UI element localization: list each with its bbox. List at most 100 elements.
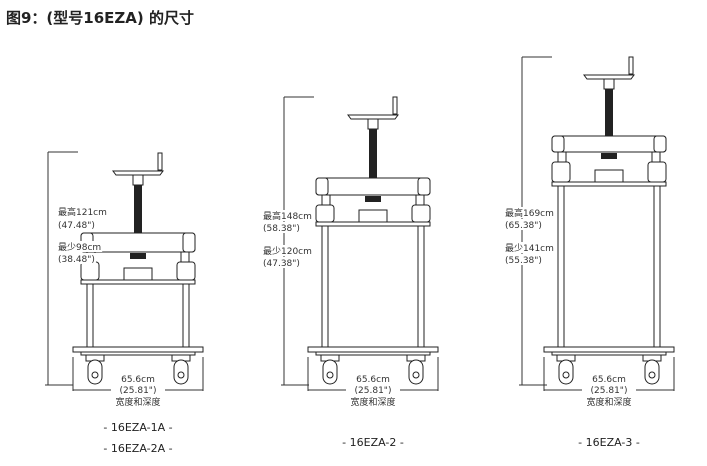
- model-label: - 16EZA-1A -: [103, 421, 172, 434]
- label-background: [262, 210, 313, 221]
- caster-axle: [562, 371, 570, 379]
- base-frame: [80, 351, 196, 356]
- width-label-background: [346, 371, 400, 405]
- min-height-inch: (38.48"): [58, 255, 95, 265]
- model-label: - 16EZA-2A -: [103, 442, 172, 455]
- width-cm: 65.6cm: [356, 375, 390, 385]
- caster-axle: [412, 371, 420, 379]
- max-height-inch: (65.38"): [505, 221, 542, 231]
- width-caption: 宽度和深度: [115, 396, 160, 408]
- min-height-cm: 最少120cm: [263, 246, 312, 257]
- cart-3: 65.6cm(25.81")宽度和深度 - 16EZA-3 -: [519, 56, 675, 449]
- label-background: [57, 241, 103, 252]
- caster-axle: [91, 371, 99, 379]
- shelf: [80, 279, 196, 285]
- width-inch: (25.81"): [591, 386, 628, 396]
- center-block: [594, 169, 624, 183]
- caster-axle: [177, 371, 185, 379]
- height-labels-1: 最高121cm(47.48")最少98cm(38.48"): [57, 206, 108, 265]
- left-leg: [321, 225, 329, 348]
- min-height-cm: 最少141cm: [505, 243, 554, 254]
- min-height-inch: (47.38"): [263, 259, 300, 269]
- left-block: [315, 204, 335, 223]
- base-frame: [551, 351, 667, 356]
- top-frame: [551, 135, 667, 153]
- right-leg: [653, 185, 661, 348]
- width-label-background: [582, 371, 636, 405]
- max-height-cm: 最高148cm: [263, 210, 312, 222]
- width-inch: (25.81"): [355, 386, 392, 396]
- max-height-cm: 最高121cm: [58, 206, 107, 218]
- center-nut: [365, 196, 381, 202]
- width-cm: 65.6cm: [592, 375, 626, 385]
- min-height-cm: 最少98cm: [58, 242, 101, 253]
- cart-2: 65.6cm(25.81")宽度和深度 - 16EZA-2 -: [281, 96, 439, 449]
- right-leg: [182, 283, 190, 348]
- label-background: [504, 254, 543, 265]
- top-frame-left-end: [551, 135, 565, 153]
- label-background: [262, 245, 313, 256]
- right-block: [411, 204, 431, 223]
- lift-column: [369, 129, 377, 178]
- height-labels-3: 最高169cm (65.38") 最少141cm (55.38"): [504, 207, 555, 266]
- label-background: [262, 222, 301, 233]
- label-background: [57, 219, 96, 230]
- handwheel-hub: [367, 118, 379, 130]
- crank-handle: [628, 56, 634, 75]
- center-block: [123, 267, 153, 281]
- width-label-background: [111, 371, 165, 405]
- label-background: [262, 257, 301, 268]
- handwheel-hub: [603, 78, 615, 90]
- crank-handle: [157, 152, 163, 171]
- width-cm: 65.6cm: [121, 375, 155, 385]
- handwheel-plate: [112, 170, 164, 176]
- handwheel-plate: [583, 74, 635, 80]
- top-frame: [315, 177, 431, 196]
- center-block: [358, 209, 388, 223]
- left-riser: [321, 194, 331, 206]
- label-background: [504, 242, 555, 253]
- lift-column: [605, 89, 613, 136]
- max-height-cm: 最高169cm: [505, 207, 554, 219]
- top-frame-right-end: [417, 177, 431, 196]
- top-frame-right-end: [653, 135, 667, 153]
- caster-axle: [648, 371, 656, 379]
- height-labels-2: 最高148cm (58.38") 最少120cm (47.38"): [262, 210, 313, 269]
- figure-title: 图9：(型号16EZA) 的尺寸: [6, 9, 194, 27]
- right-leg: [417, 225, 425, 348]
- label-background: [504, 207, 555, 218]
- left-block: [551, 161, 571, 183]
- base-plate: [72, 346, 204, 353]
- base-plate: [307, 346, 439, 353]
- shelf: [551, 181, 667, 187]
- crank-handle: [392, 96, 398, 115]
- right-riser: [651, 151, 661, 163]
- center-nut: [601, 153, 617, 159]
- right-block: [647, 161, 667, 183]
- cart-1: 65.6cm(25.81")宽度和深度 - 16EZA-1A - - 16EZA-2…: [45, 151, 204, 455]
- max-height-inch: (58.38"): [263, 224, 300, 234]
- caster-axle: [326, 371, 334, 379]
- model-label: - 16EZA-2 -: [342, 436, 404, 449]
- width-caption: 宽度和深度: [586, 396, 631, 408]
- base-plate: [543, 346, 675, 353]
- base-frame: [315, 351, 431, 356]
- label-background: [504, 219, 543, 230]
- right-block: [176, 261, 196, 281]
- right-riser: [180, 251, 190, 263]
- left-leg: [86, 283, 94, 348]
- lift-column: [134, 185, 142, 233]
- center-nut: [130, 253, 146, 259]
- label-background: [57, 206, 108, 217]
- handwheel-hub: [132, 174, 144, 186]
- width-caption: 宽度和深度: [350, 396, 395, 408]
- min-height-inch: (55.38"): [505, 256, 542, 266]
- right-riser: [415, 194, 425, 206]
- model-label: - 16EZA-3 -: [578, 436, 640, 449]
- shelf: [315, 221, 431, 227]
- label-background: [57, 253, 96, 264]
- width-inch: (25.81"): [120, 386, 157, 396]
- top-frame-right-end: [182, 232, 196, 253]
